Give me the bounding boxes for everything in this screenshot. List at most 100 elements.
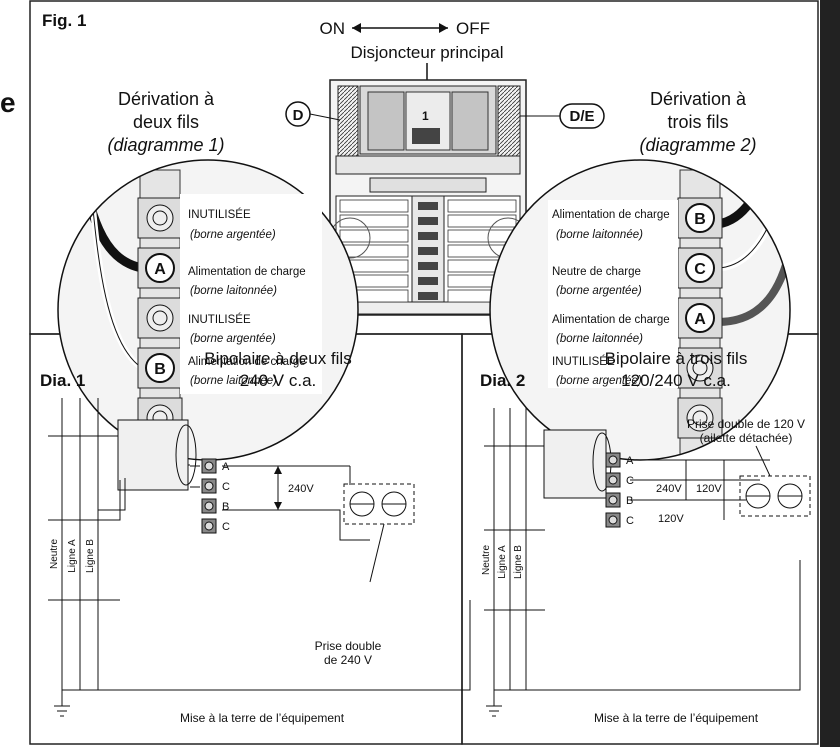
zoom-right-terminal-badge bbox=[685, 253, 715, 283]
right-label-2-sub: (borne argentée) bbox=[556, 285, 642, 297]
panel-bus-stab bbox=[418, 277, 438, 285]
panel-breaker-right bbox=[447, 199, 517, 213]
panel-bus-stab bbox=[418, 232, 438, 240]
panel-bus-stab bbox=[418, 292, 438, 300]
zoom-left-label-bg bbox=[180, 194, 322, 394]
breaker-number: 1 bbox=[422, 109, 429, 123]
panel-bus-stab bbox=[418, 202, 438, 210]
dia2-outlet-2: (ailette détachée) bbox=[700, 431, 793, 445]
dia1-title: Dia. 1 bbox=[40, 371, 85, 390]
zoom-left-terminal-letter: A bbox=[154, 261, 166, 278]
panel-breaker-left bbox=[339, 244, 409, 258]
edge-strip bbox=[820, 0, 840, 747]
dia1-terminal-screw bbox=[204, 461, 214, 471]
dia2-voltage-240: 240V bbox=[656, 483, 682, 495]
dia2-voltage-120-top: 120V bbox=[696, 483, 722, 495]
dia2-ground-label: Mise à la terre de l’équipement bbox=[594, 711, 759, 725]
dia2-terminal-label: C bbox=[626, 475, 634, 487]
left-edge-letter: e bbox=[0, 87, 16, 118]
dia2-title: Dia. 2 bbox=[480, 371, 525, 390]
left-heading-2: deux fils bbox=[133, 112, 199, 132]
zoom-left-screw-icon bbox=[146, 204, 174, 232]
left-heading-3: (diagramme 1) bbox=[107, 135, 224, 155]
dia2-terminal-screw bbox=[608, 515, 618, 525]
left-label-1: INUTILISÉE bbox=[188, 208, 251, 221]
main-breaker-label: Disjoncteur principal bbox=[350, 43, 503, 62]
dia1-terminal-label: B bbox=[222, 501, 229, 513]
badge-de: D/E bbox=[520, 103, 605, 129]
badge-d: D bbox=[285, 101, 341, 127]
dia1-ground-label: Mise à la terre de l’équipement bbox=[180, 711, 345, 725]
right-label-3: Alimentation de charge bbox=[552, 314, 670, 326]
dia2-terminal-screw bbox=[608, 495, 618, 505]
panel-breaker-left bbox=[339, 214, 409, 228]
dia2-outlet-1: Prise double de 120 V bbox=[687, 417, 805, 431]
panel-breaker-left bbox=[339, 199, 409, 213]
zoom-left-screw-ring bbox=[152, 210, 168, 226]
dia2-heading-1: Bipolaire à trois fils bbox=[605, 349, 748, 368]
dia1-outlet-2: de 240 V bbox=[324, 653, 372, 667]
dia2-outlet bbox=[739, 475, 811, 517]
off-label: OFF bbox=[456, 19, 490, 38]
right-label-1: Alimentation de charge bbox=[552, 209, 670, 221]
right-heading-3: (diagramme 2) bbox=[639, 135, 756, 155]
dia1-terminal-screw bbox=[204, 521, 214, 531]
zoom-right-terminal-letter: C bbox=[694, 261, 706, 278]
dia1-bus-ligne-a: Ligne A bbox=[67, 539, 78, 573]
dia1-bus-neutre: Neutre bbox=[49, 539, 60, 569]
zoom-left-terminal-letter: B bbox=[154, 361, 166, 378]
left-heading-1: Dérivation à bbox=[118, 89, 215, 109]
dia1-terminal-screw bbox=[204, 481, 214, 491]
dia1-terminal-label: A bbox=[222, 461, 230, 473]
fig1-title: Fig. 1 bbox=[42, 11, 86, 30]
dia2-breaker bbox=[543, 429, 607, 499]
dia1-breaker bbox=[117, 419, 189, 491]
right-label-1-sub: (borne laitonnée) bbox=[556, 229, 643, 241]
dia2-terminal-screw bbox=[608, 455, 618, 465]
dia2-terminal-screw bbox=[608, 475, 618, 485]
zoom-left-screw-ring bbox=[152, 310, 168, 326]
left-label-2-sub: (borne laitonnée) bbox=[190, 285, 277, 297]
left-label-3-sub: (borne argentée) bbox=[190, 333, 276, 345]
zoom-right-terminal-letter: A bbox=[694, 311, 706, 328]
dia1-terminal-label: C bbox=[222, 521, 230, 533]
zoom-right-label-bg bbox=[548, 200, 678, 388]
panel-breaker-right bbox=[447, 214, 517, 228]
dia1-heading-1: Bipolaire à deux fils bbox=[204, 349, 351, 368]
zoom-left-screw-icon bbox=[146, 304, 174, 332]
dia2-bus-neutre: Neutre bbox=[481, 545, 492, 575]
panel-breaker-left bbox=[339, 229, 409, 243]
dia1-voltage: 240V bbox=[288, 483, 314, 495]
dia1-bus-ligne-b: Ligne B bbox=[85, 539, 96, 573]
dia2-terminal-label: A bbox=[626, 455, 634, 467]
dia1-terminal-label: C bbox=[222, 481, 230, 493]
dia2-bus-ligne-a: Ligne A bbox=[497, 545, 508, 579]
panel-breaker-right bbox=[447, 229, 517, 243]
right-label-4-sub: (borne argentée) bbox=[556, 375, 642, 387]
dia2-ground-icon bbox=[486, 690, 502, 717]
zoom-right-terminal-badge bbox=[685, 303, 715, 333]
left-label-2: Alimentation de charge bbox=[188, 266, 306, 278]
zoom-right-screw-icon bbox=[686, 354, 714, 382]
zoom-right-terminal-letter: B bbox=[694, 211, 706, 228]
dia1-heading-2: 240 V c.a. bbox=[240, 371, 317, 390]
on-label: ON bbox=[320, 19, 346, 38]
dia1-ground-icon bbox=[54, 690, 70, 717]
zoom-right-screw-ring bbox=[692, 410, 708, 426]
dia2-heading-2: 120/240 V c.a. bbox=[621, 371, 731, 390]
zoom-right-screw-icon bbox=[686, 404, 714, 432]
left-label-3: INUTILISÉE bbox=[188, 313, 251, 326]
right-label-3-sub: (borne laitonnée) bbox=[556, 333, 643, 345]
left-label-4-sub: (borne laitonnée) bbox=[190, 375, 277, 387]
dia1-outlet-1: Prise double bbox=[315, 639, 382, 653]
right-heading-1: Dérivation à bbox=[650, 89, 747, 109]
dia2-voltage-120-bottom: 120V bbox=[658, 513, 684, 525]
right-label-4: INUTILISÉE bbox=[552, 355, 615, 368]
left-label-4: Alimentation de charge bbox=[188, 356, 306, 368]
panel-breaker-rows bbox=[339, 199, 517, 303]
dia2-bus-ligne-b: Ligne B bbox=[513, 545, 524, 579]
dia2-terminal-label: C bbox=[626, 515, 634, 527]
badge-d-label: D bbox=[293, 107, 304, 124]
